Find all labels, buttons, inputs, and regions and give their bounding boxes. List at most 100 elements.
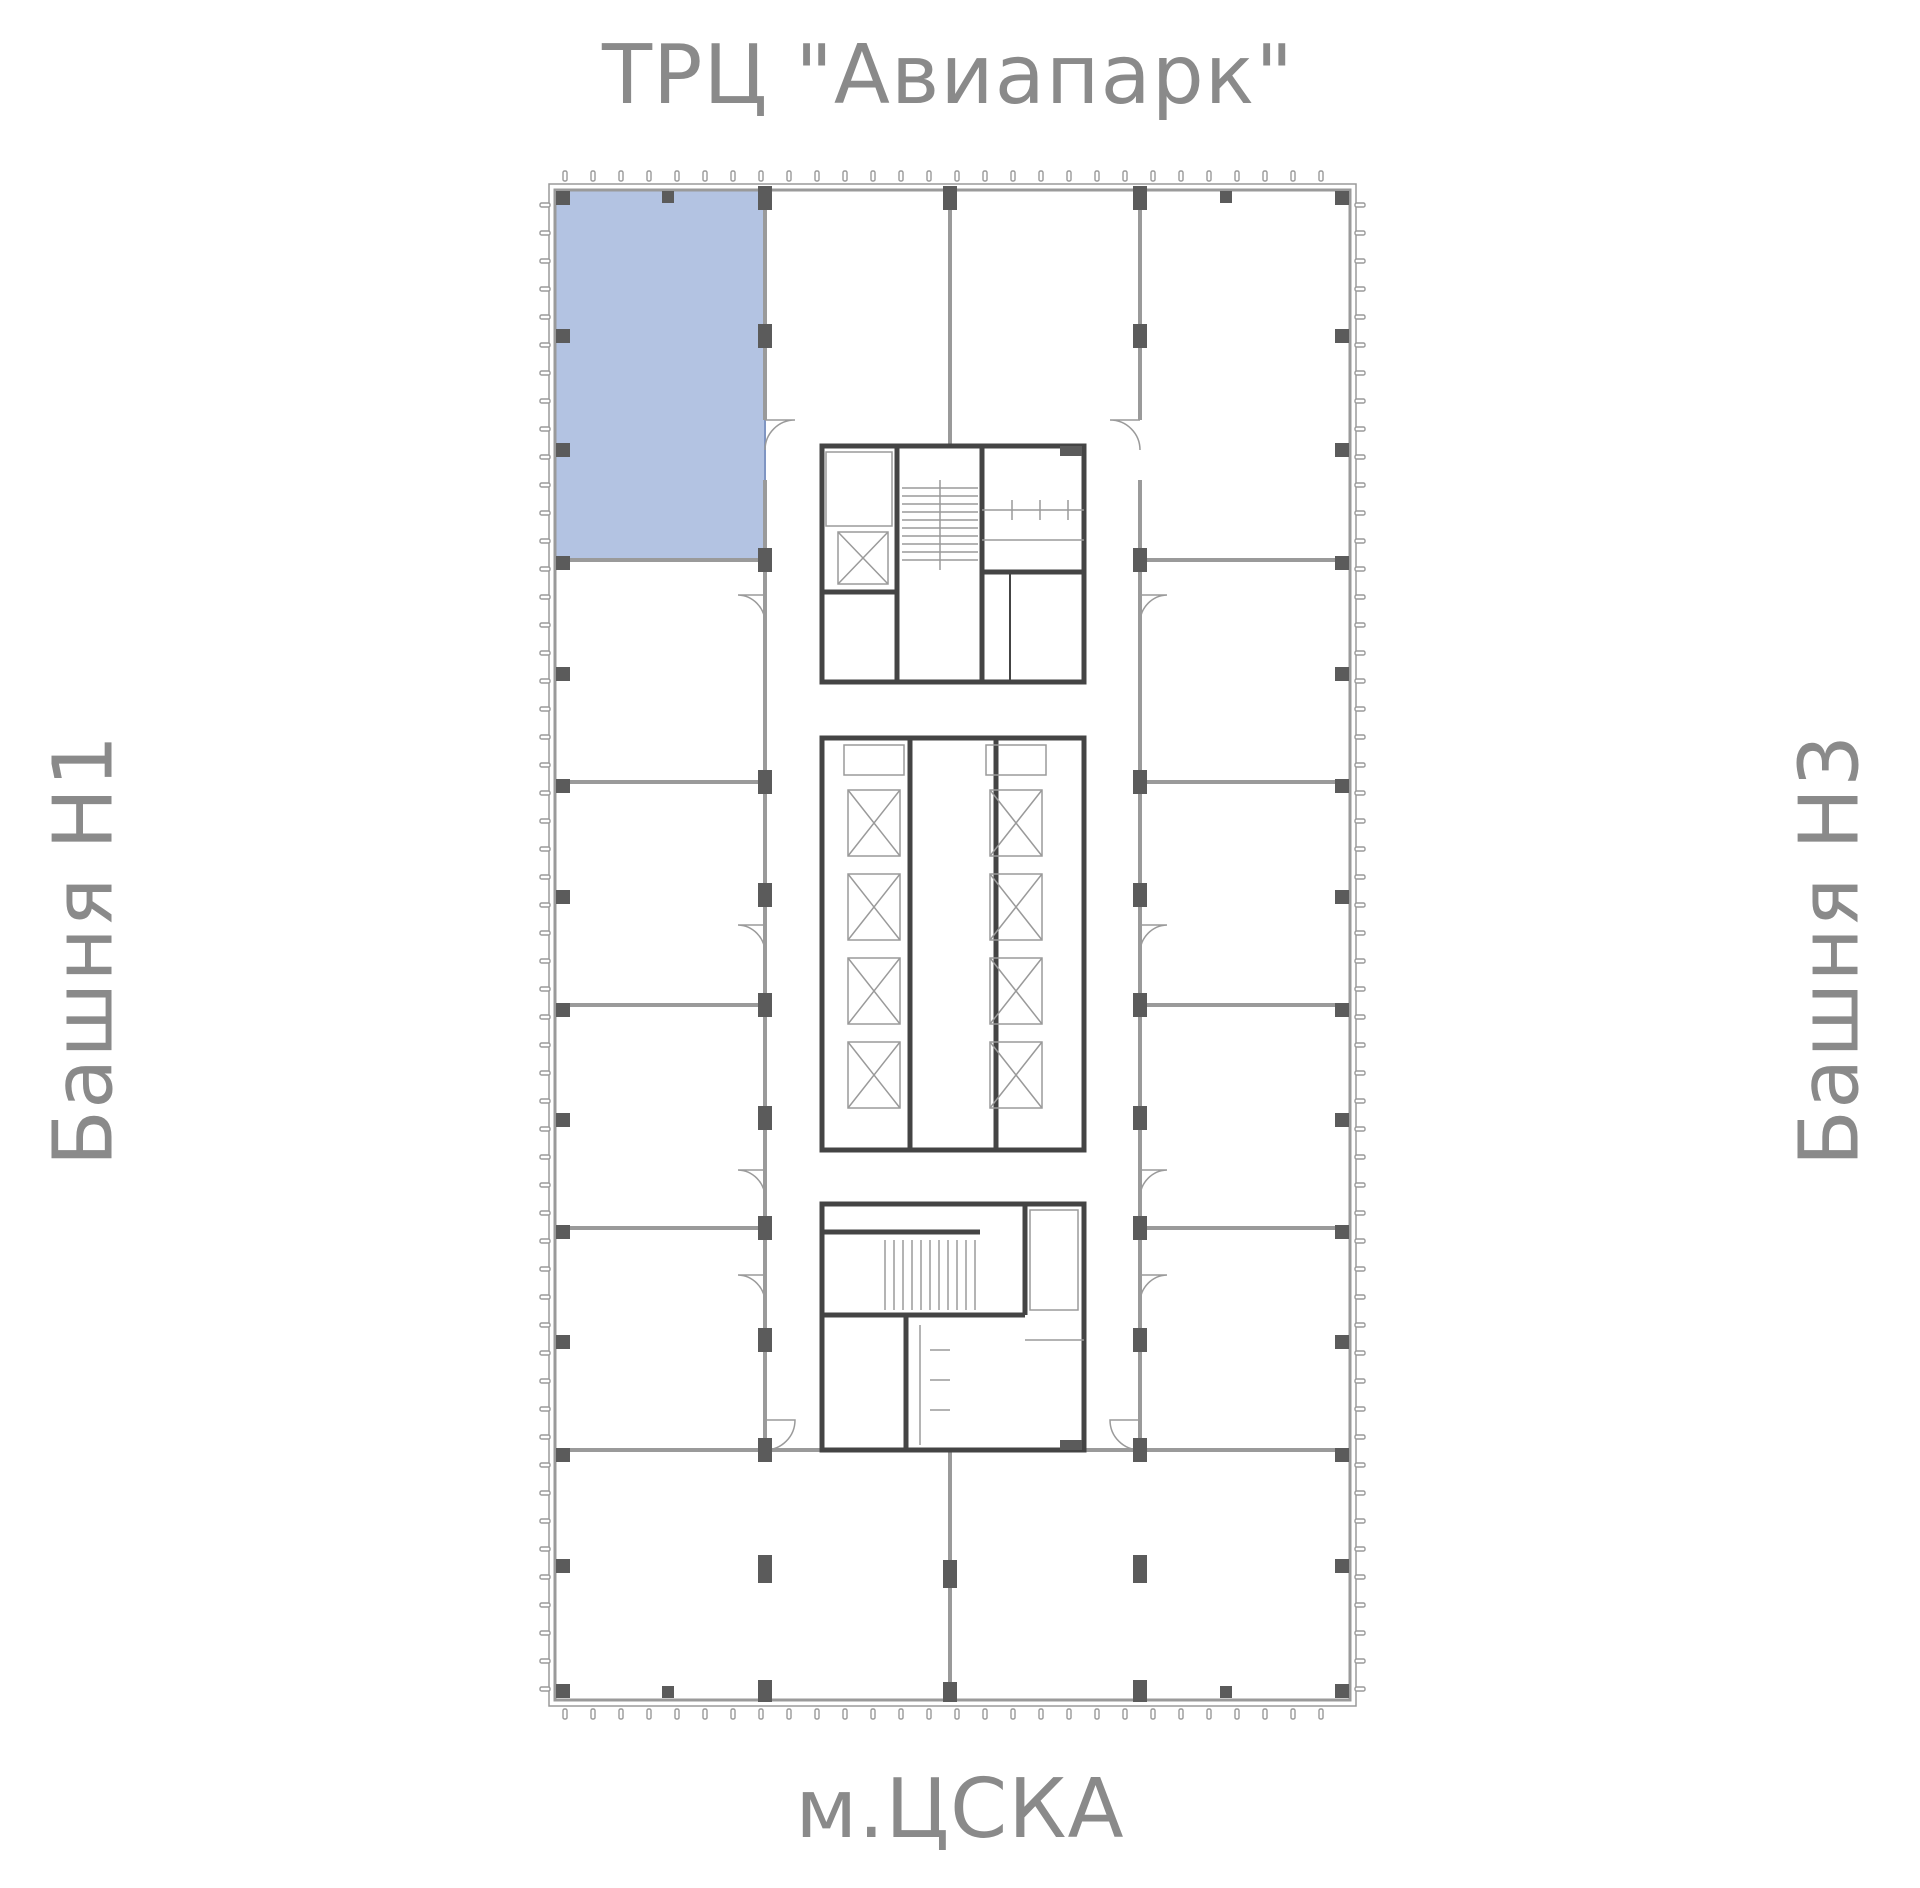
selected-office-unit[interactable] — [554, 189, 766, 561]
window-mullion — [1038, 1708, 1044, 1720]
window-mullion — [539, 314, 551, 320]
window-mullion — [1178, 170, 1184, 182]
window-mullion — [539, 1238, 551, 1244]
column — [556, 1684, 570, 1698]
window-mullion — [539, 342, 551, 348]
window-mullion — [646, 170, 652, 182]
window-mullion — [1354, 1490, 1366, 1496]
window-mullion — [539, 790, 551, 796]
window-mullion — [1354, 1266, 1366, 1272]
window-mullion — [539, 202, 551, 208]
column — [1335, 1448, 1349, 1462]
window-mullion — [730, 170, 736, 182]
elevator-car — [989, 873, 1043, 941]
window-mullion — [954, 170, 960, 182]
elevator-cross — [989, 873, 1043, 941]
window-mullion — [1354, 1602, 1366, 1608]
window-mullion — [1290, 170, 1296, 182]
column — [1335, 667, 1349, 681]
window-mullion — [539, 650, 551, 656]
window-mullion — [1354, 1238, 1366, 1244]
column — [758, 883, 772, 907]
window-mullion — [1354, 1546, 1366, 1552]
window-mullion — [1354, 286, 1366, 292]
window-mullion — [1354, 1406, 1366, 1412]
window-mullion — [758, 170, 764, 182]
window-mullion — [1354, 566, 1366, 572]
column — [758, 1328, 772, 1352]
column — [758, 548, 772, 572]
column — [662, 1686, 674, 1698]
window-mullion — [1354, 202, 1366, 208]
window-mullion — [1354, 1070, 1366, 1076]
window-mullion — [814, 170, 820, 182]
window-mullion — [1354, 1098, 1366, 1104]
elevator-cars — [843, 744, 1047, 1109]
window-mullion — [786, 1708, 792, 1720]
elevator-cross — [847, 873, 901, 941]
window-mullion — [1354, 1154, 1366, 1160]
elevator-car — [847, 957, 901, 1025]
window-mullion — [618, 170, 624, 182]
column — [1220, 191, 1232, 203]
window-mullion — [539, 874, 551, 880]
window-mullions — [539, 170, 1366, 1720]
core-south-details — [884, 1209, 1084, 1445]
column — [1133, 993, 1147, 1017]
window-mullion — [1354, 1378, 1366, 1384]
column — [943, 1682, 957, 1702]
column — [1335, 890, 1349, 904]
column — [1335, 1559, 1349, 1573]
column — [556, 1225, 570, 1239]
window-mullion — [539, 426, 551, 432]
window-mullion — [1354, 1350, 1366, 1356]
window-mullion — [539, 454, 551, 460]
window-mullion — [786, 170, 792, 182]
window-mullion — [590, 170, 596, 182]
window-mullion — [1354, 706, 1366, 712]
column — [1335, 779, 1349, 793]
column — [1335, 329, 1349, 343]
window-mullion — [1354, 1042, 1366, 1048]
window-mullion — [590, 1708, 596, 1720]
corridor-doors — [737, 419, 1168, 1451]
window-mullion — [1354, 762, 1366, 768]
window-mullion — [1122, 1708, 1128, 1720]
window-mullion — [674, 170, 680, 182]
elevator-lobby-niche — [985, 744, 1047, 776]
window-mullion — [1354, 258, 1366, 264]
window-mullion — [1318, 1708, 1324, 1720]
window-mullion — [1262, 170, 1268, 182]
column — [556, 667, 570, 681]
window-mullion — [1354, 426, 1366, 432]
window-mullion — [539, 734, 551, 740]
window-mullion — [1122, 170, 1128, 182]
window-mullion — [539, 258, 551, 264]
window-mullion — [1354, 538, 1366, 544]
window-mullion — [539, 1070, 551, 1076]
window-mullion — [1354, 1686, 1366, 1692]
window-mullion — [982, 170, 988, 182]
core-north-details — [825, 451, 1084, 585]
column — [1220, 1686, 1232, 1698]
column — [758, 1106, 772, 1130]
column — [556, 329, 570, 343]
window-mullion — [539, 958, 551, 964]
window-mullion — [1354, 510, 1366, 516]
core-north-block — [819, 443, 1087, 685]
window-mullion — [1066, 1708, 1072, 1720]
column — [758, 993, 772, 1017]
window-mullion — [1150, 1708, 1156, 1720]
window-mullion — [539, 1014, 551, 1020]
window-mullion — [1354, 314, 1366, 320]
column — [1133, 1216, 1147, 1240]
window-mullion — [539, 566, 551, 572]
column — [556, 1559, 570, 1573]
window-mullion — [926, 1708, 932, 1720]
window-mullion — [539, 594, 551, 600]
window-mullion — [539, 818, 551, 824]
column — [758, 1438, 772, 1462]
window-mullion — [842, 170, 848, 182]
window-mullion — [1354, 958, 1366, 964]
column — [556, 779, 570, 793]
